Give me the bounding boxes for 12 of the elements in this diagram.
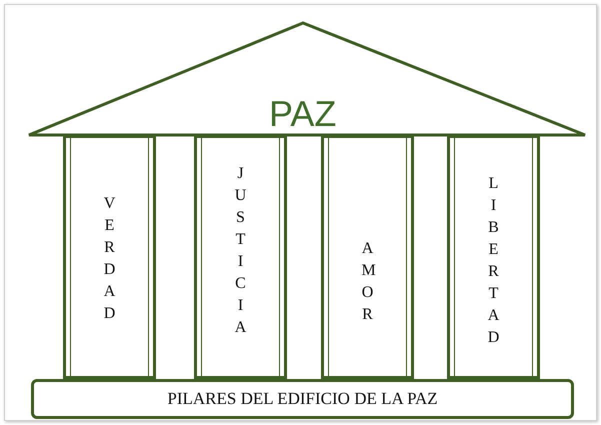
pillar-label: LIBERTAD bbox=[488, 174, 500, 348]
pillar bbox=[321, 135, 414, 379]
pillar bbox=[447, 135, 540, 379]
roof-title: PAZ bbox=[269, 93, 336, 135]
pillar-label: JUSTICIA bbox=[234, 164, 246, 338]
roof-triangle bbox=[27, 21, 587, 137]
base-platform bbox=[31, 379, 574, 419]
base-label: PILARES DEL EDIFICIO DE LA PAZ bbox=[167, 389, 438, 409]
pillar bbox=[194, 135, 287, 379]
pillar-label: VERDAD bbox=[104, 194, 116, 324]
pillar-label: AMOR bbox=[362, 239, 374, 325]
pillar bbox=[63, 135, 156, 379]
